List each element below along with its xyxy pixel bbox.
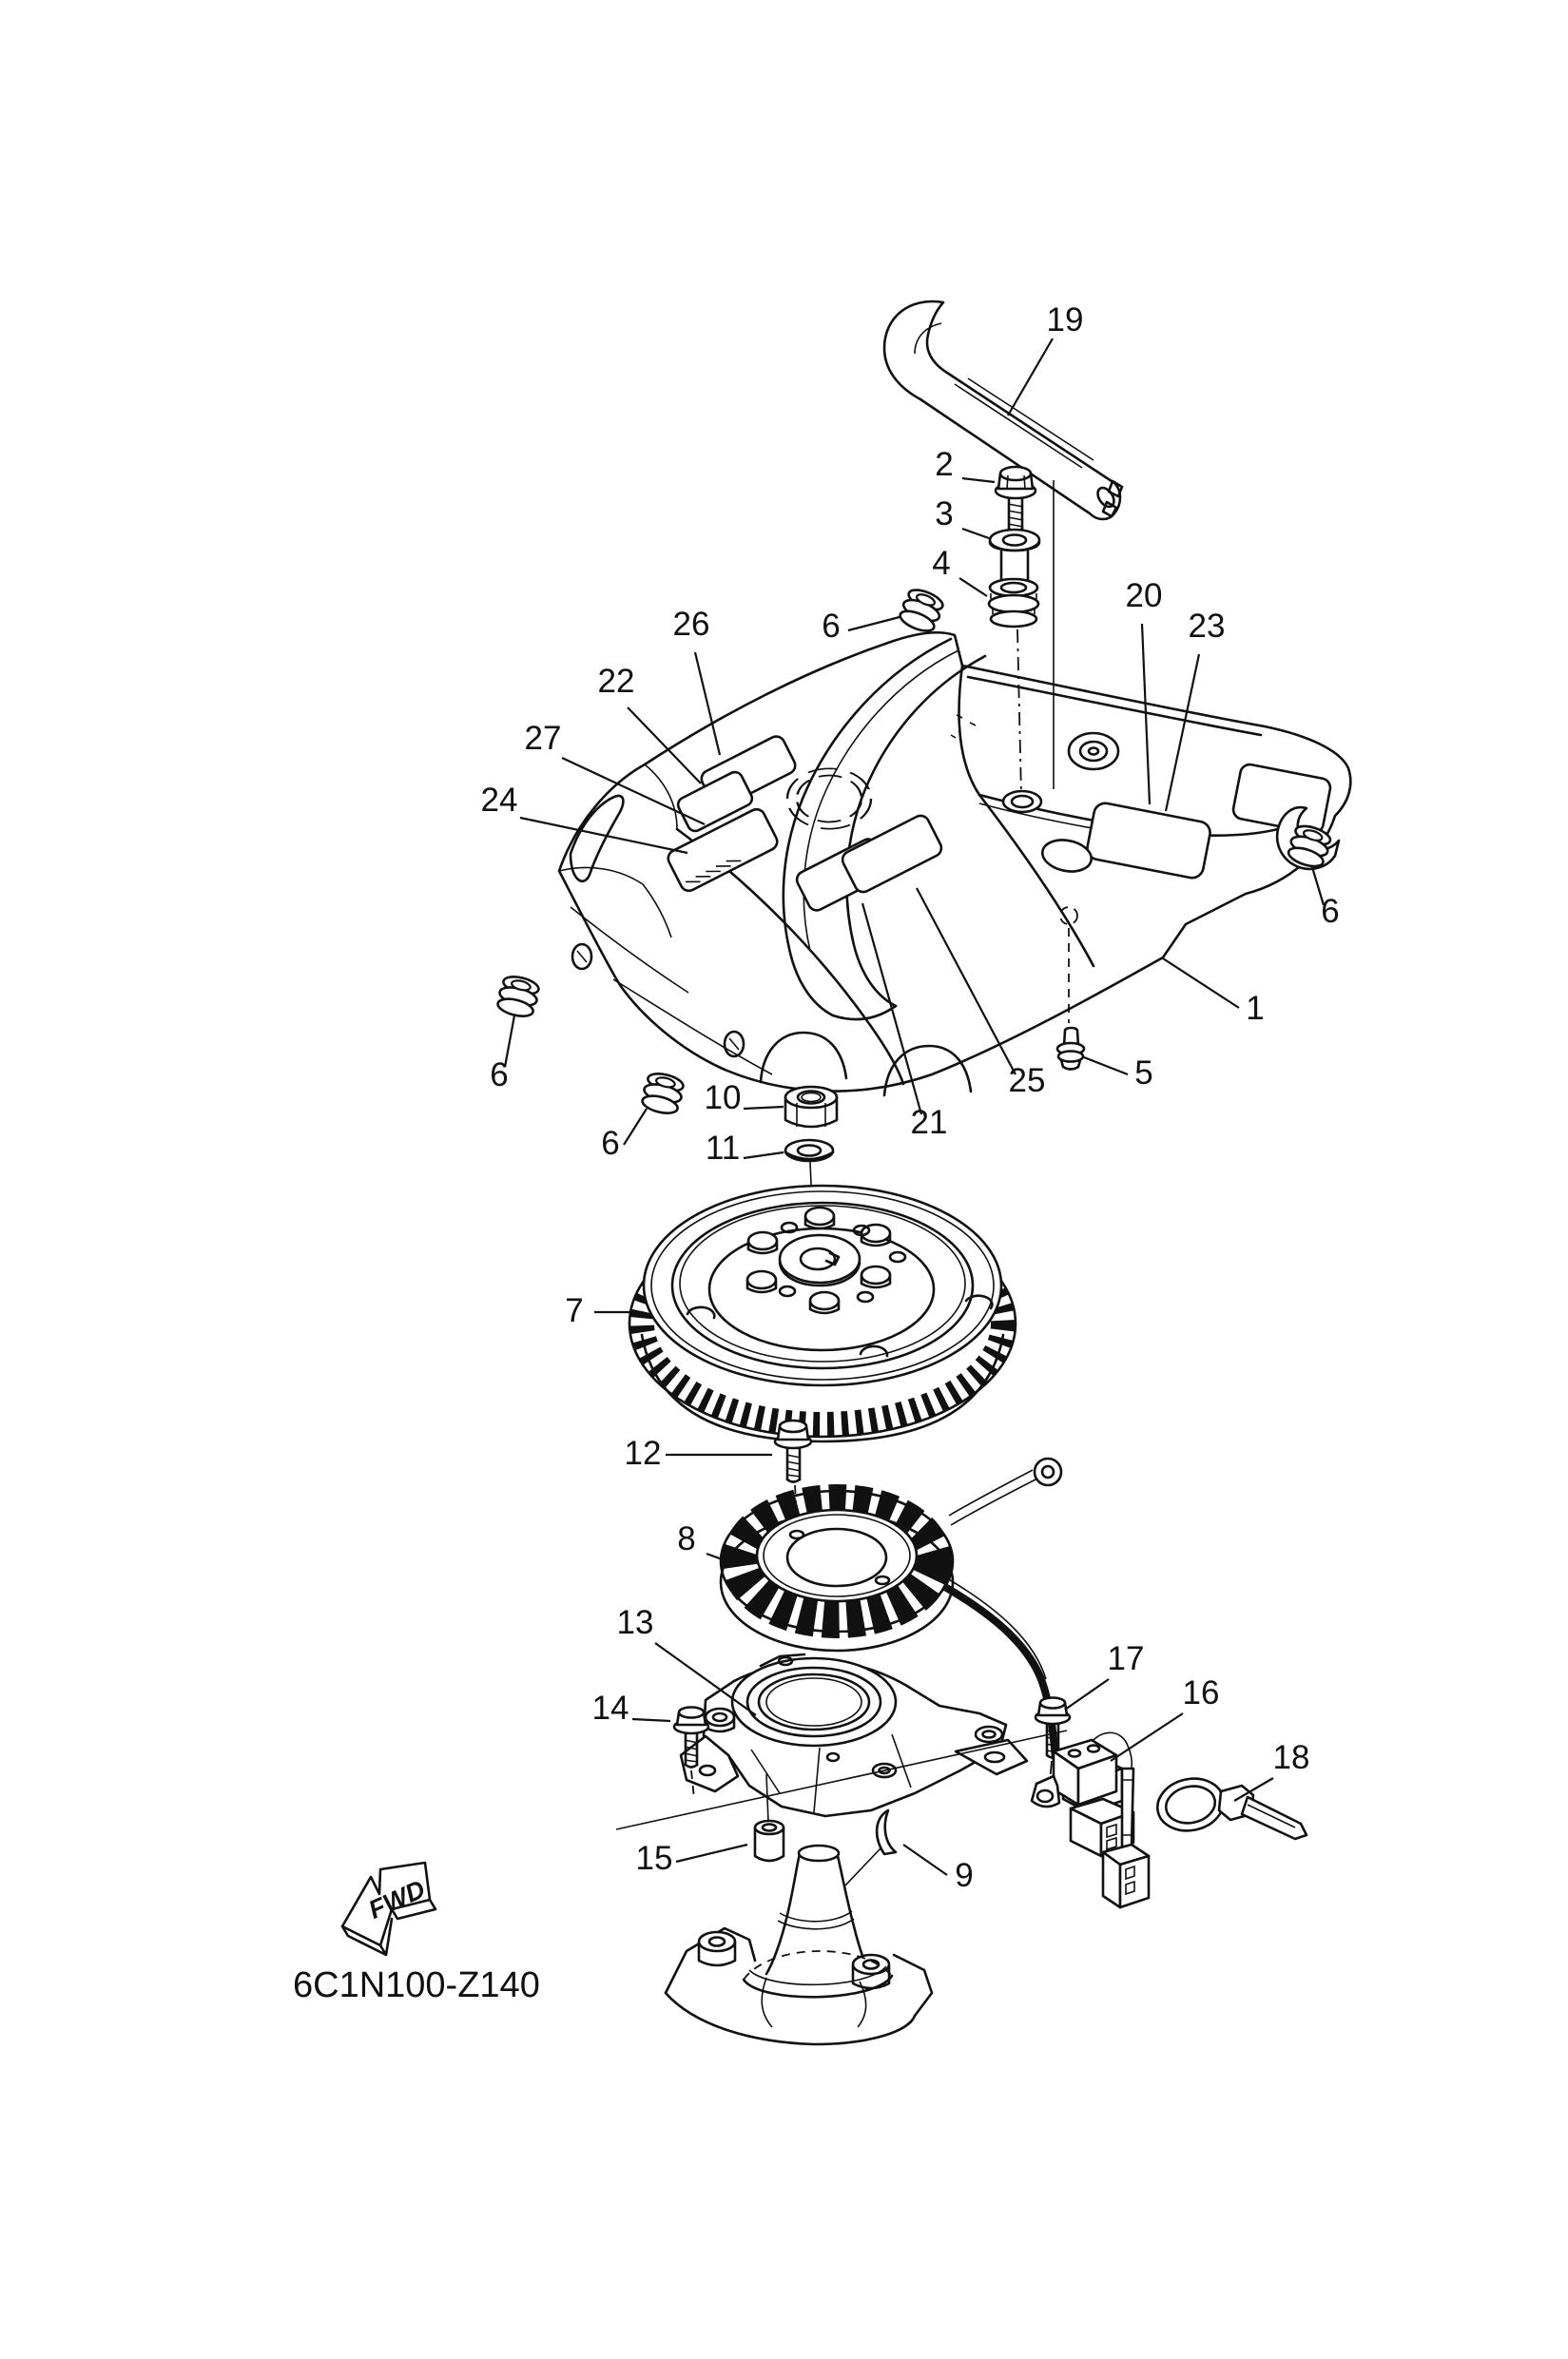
- callout-labels: 19 2 3 4 6 26 22 27 24 20 23 6 1 5 6 10 …: [481, 301, 1340, 1894]
- callout-25: 25: [1009, 1062, 1046, 1099]
- callout-1: 1: [1246, 990, 1264, 1027]
- callout-16: 16: [1183, 1674, 1220, 1711]
- part-top-cowling: [557, 630, 1352, 1097]
- callout-6c: 6: [490, 1056, 508, 1093]
- drawing-code: 6C1N100-Z140: [293, 1965, 540, 2005]
- part-bolt-12: [773, 1419, 813, 1483]
- flywheel-holes: [778, 1221, 907, 1304]
- callout-11: 11: [706, 1130, 740, 1167]
- part-bolt-2: [994, 465, 1037, 533]
- callout-26: 26: [673, 606, 710, 643]
- cowling-vent: [785, 767, 873, 830]
- callout-10: 10: [705, 1079, 742, 1116]
- callout-21: 21: [911, 1104, 948, 1141]
- callout-6d: 6: [601, 1125, 619, 1162]
- callout-27: 27: [525, 720, 562, 757]
- assembly-line: [1048, 1760, 1053, 1794]
- callout-3: 3: [935, 495, 953, 532]
- cowling-labels: [667, 735, 943, 912]
- part-key-9: [875, 1808, 898, 1856]
- callout-4: 4: [932, 545, 950, 582]
- callout-7: 7: [565, 1292, 583, 1329]
- assembly-line: [765, 1773, 769, 1823]
- part-flywheel: [628, 1184, 1017, 1443]
- callout-6b: 6: [1321, 893, 1339, 930]
- callout-14: 14: [592, 1690, 629, 1727]
- coil-connector: [1101, 1843, 1151, 1909]
- callout-24: 24: [481, 782, 518, 819]
- callout-5: 5: [1134, 1054, 1152, 1092]
- callout-15: 15: [636, 1840, 673, 1877]
- callout-6a: 6: [822, 608, 840, 645]
- part-grommet-6-top: [895, 584, 948, 637]
- cowling-screw-hole: [571, 942, 745, 1058]
- assembly-line: [1016, 628, 1022, 796]
- part-screw-5: [1055, 1026, 1086, 1071]
- callout-8: 8: [677, 1520, 695, 1557]
- callout-17: 17: [1108, 1640, 1145, 1677]
- assembly-line: [843, 1847, 881, 1887]
- part-spacer-15: [753, 1819, 785, 1863]
- part-nut-10: [784, 1085, 839, 1129]
- part-base-bracket: [679, 1653, 1029, 1818]
- callout-20: 20: [1126, 577, 1163, 614]
- part-washer-11: [784, 1138, 835, 1163]
- callout-18: 18: [1273, 1739, 1310, 1776]
- crankcase: [664, 1844, 934, 2046]
- fwd-arrow: FWD: [340, 1861, 437, 1957]
- part-bolt-14: [672, 1706, 710, 1769]
- callout-19: 19: [1047, 301, 1084, 338]
- part-grommet-6-left: [494, 972, 543, 1021]
- part-cable-tie: [1156, 1777, 1308, 1841]
- callout-9: 9: [955, 1857, 973, 1894]
- part-collar-3: [988, 528, 1041, 586]
- callout-2: 2: [935, 446, 953, 483]
- assembly-line: [615, 1730, 1068, 1830]
- part-bolt-17: [1034, 1696, 1072, 1759]
- callout-12: 12: [625, 1435, 662, 1472]
- callout-22: 22: [598, 663, 635, 700]
- part-pulser-coil: [1030, 1731, 1151, 1909]
- callout-23: 23: [1189, 608, 1226, 645]
- part-handle: [882, 300, 1124, 521]
- leader-lines: [503, 338, 1326, 1876]
- callout-13: 13: [617, 1604, 654, 1641]
- assembly-line: [690, 1769, 695, 1800]
- part-grommet-4: [987, 577, 1040, 628]
